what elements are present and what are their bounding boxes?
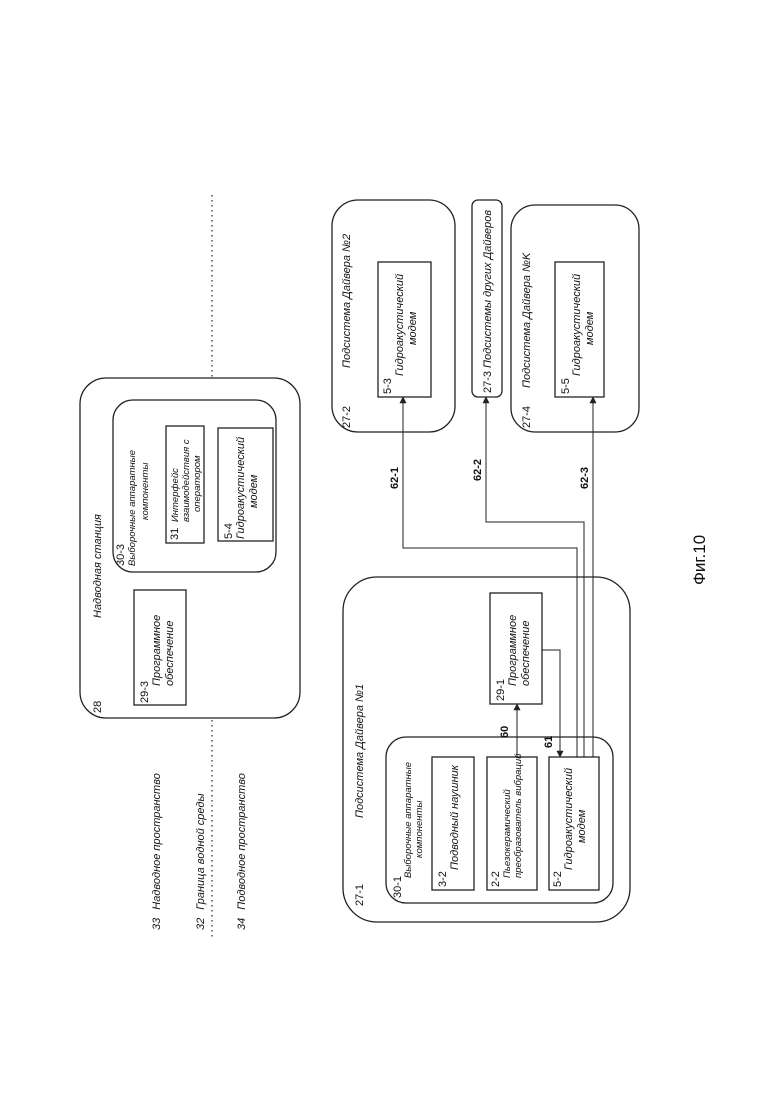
surface-station-title: Надводная станция: [92, 514, 104, 618]
surface-software-block: 29-3 Программное обеспечение: [134, 590, 186, 705]
diagram-text: 5-2: [552, 871, 564, 887]
link-62-2-label: 62-2: [472, 459, 484, 481]
diagram-text: 31: [169, 528, 181, 540]
diagram-text: 27-2: [341, 406, 353, 428]
diagram-text: Интерфейс: [170, 468, 181, 522]
operator-interface-block: 31 Интерфейс взаимодействия с оператором: [166, 426, 204, 543]
diver1-software-block: 29-1 Программное обеспечение: [490, 593, 542, 704]
diagram-text: 32: [195, 918, 207, 930]
diagram-text: Гидроакустический: [235, 437, 247, 539]
figure-caption: Фиг.10: [690, 535, 709, 585]
diagram-text: Гидроакустический: [571, 274, 583, 376]
diagram-text: Пьезокерамический: [502, 789, 513, 878]
diver1-hardware-block: 30-1 Выборочные аппаратные компоненты 3-…: [386, 737, 613, 903]
diagram-text: 34: [236, 918, 248, 930]
legend-33: 33 Надводное пространство: [151, 773, 163, 930]
diagram-text: 27-3: [482, 371, 494, 393]
other-divers-subsystem: 27-3 Подсистемы других Дайверов: [472, 200, 502, 397]
diagram-text: компоненты: [414, 801, 425, 858]
diagram-text: компоненты: [140, 463, 151, 520]
diagram-text: Выборочные аппаратные: [127, 450, 138, 566]
legend-34: 34 Подводное пространство: [236, 773, 248, 930]
diagram-text: взаимодействия с: [181, 439, 192, 522]
diagram-text: 3-2: [437, 871, 449, 887]
surface-station: 28 Надводная станция 29-3 Программное об…: [80, 378, 300, 718]
diagram-text: оператором: [192, 455, 203, 512]
link-62-1-label: 62-1: [389, 467, 401, 489]
legend-32: 32 Граница водной среды: [195, 793, 207, 930]
diagram-text: преобразователь вибраций: [513, 753, 524, 878]
diagram-text: Программное: [507, 615, 519, 686]
surface-hardware-number: 30-3: [115, 544, 127, 566]
surface-station-number: 28: [92, 701, 104, 713]
link-60-label: 60: [499, 726, 511, 738]
diagram-text: 30-1: [392, 876, 404, 898]
diagram-text: Подводный наушник: [449, 764, 461, 870]
diagram-text: 29-1: [495, 679, 507, 701]
diagram-text: 5-5: [560, 378, 572, 394]
diver2-subsystem: 27-2 Подсистема Дайвера №2 5-3 Гидроакус…: [332, 200, 455, 432]
diagram-text: 5-4: [223, 523, 235, 539]
diagram-text: Надводное пространство: [151, 773, 163, 910]
diagram-text: модем: [584, 311, 596, 345]
surface-hardware-block: 30-3 Выборочные аппаратные компоненты 31…: [113, 400, 276, 572]
diagram-text: обеспечение: [164, 621, 176, 686]
diagram-text: 2-2: [490, 871, 502, 887]
diagram-text: Граница водной среды: [195, 793, 207, 909]
piezo-transducer-block: 2-2 Пьезокерамический преобразователь ви…: [487, 753, 537, 890]
diagram-text: 33: [151, 917, 163, 930]
diagram-text: модем: [576, 809, 588, 843]
diverK-title: Подсистема Дайвера №K: [521, 252, 533, 388]
diagram-text: Подводное пространство: [236, 773, 248, 910]
diagram-text: 27-4: [521, 406, 533, 428]
diver2-modem-block: 5-3 Гидроакустический модем: [378, 262, 431, 397]
diver1-subsystem: 27-1 Подсистема Дайвера №1 29-1 Программ…: [343, 577, 630, 922]
diagram-text: Гидроакустический: [394, 274, 406, 376]
diagram-text: модем: [248, 474, 260, 508]
link-62-3-label: 62-3: [579, 467, 591, 489]
headphones-block: 3-2 Подводный наушник: [432, 757, 474, 890]
diagram-text: Выборочные аппаратные: [403, 762, 414, 878]
diver1-title: Подсистема Дайвера №1: [354, 684, 366, 818]
link-61-label: 61: [543, 736, 555, 748]
diagram-text: 5-3: [382, 378, 394, 394]
diagram-text: Программное: [151, 615, 163, 686]
diver1-number: 27-1: [354, 884, 366, 906]
diverK-subsystem: 27-4 Подсистема Дайвера №K 5-5 Гидроакус…: [511, 205, 639, 432]
surface-software-number: 29-3: [139, 681, 151, 703]
diver2-title: Подсистема Дайвера №2: [341, 234, 353, 368]
other-divers-title: Подсистемы других Дайверов: [482, 210, 494, 368]
diagram-text: обеспечение: [520, 621, 532, 686]
diagram-text: Гидроакустический: [563, 768, 575, 870]
diagram-text: модем: [407, 311, 419, 345]
surface-modem-block: 5-4 Гидроакустический модем: [218, 428, 273, 541]
diverK-modem-block: 5-5 Гидроакустический модем: [555, 262, 604, 397]
diver1-modem-block: 5-2 Гидроакустический модем: [549, 757, 599, 890]
